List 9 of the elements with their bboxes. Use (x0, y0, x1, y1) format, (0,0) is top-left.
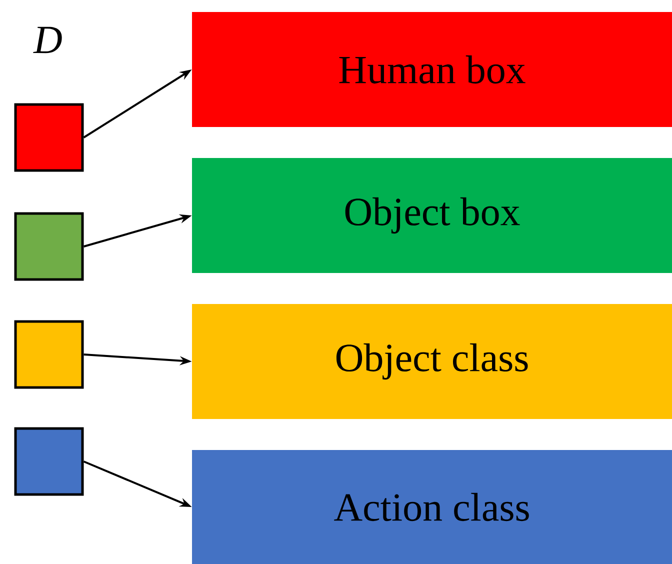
color-square (14, 103, 84, 172)
color-square (14, 427, 84, 496)
color-square (14, 212, 84, 281)
label-box: Object class (192, 304, 672, 419)
label-box: Action class (192, 450, 672, 564)
label-box: Human box (192, 12, 672, 127)
color-square (14, 320, 84, 389)
label-box: Object box (192, 158, 672, 273)
variable-label: D (33, 26, 62, 54)
